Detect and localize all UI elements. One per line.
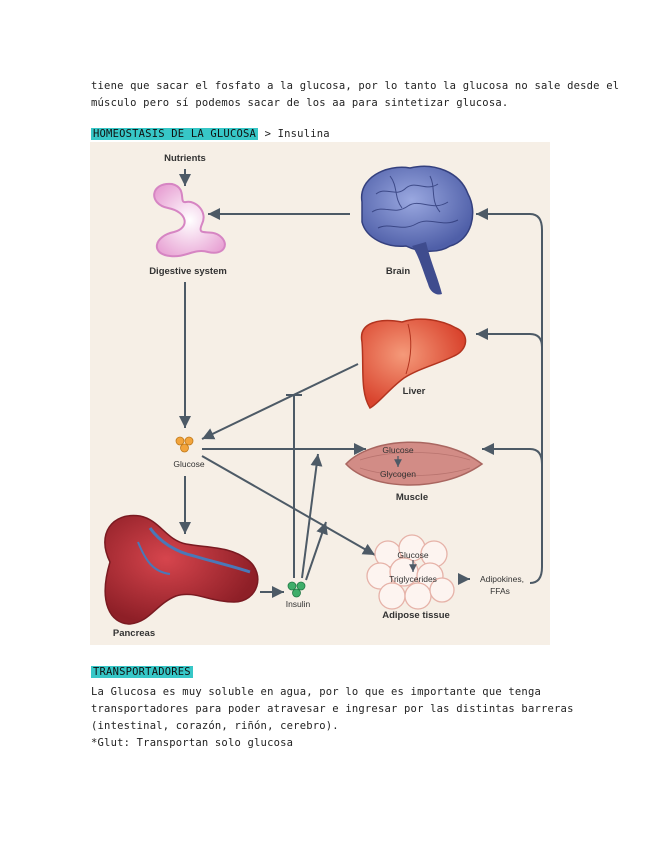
label-liver: Liver <box>403 386 426 397</box>
arrow-to-liver <box>476 328 543 348</box>
label-ffas: FFAs <box>490 586 510 596</box>
intro-line-2: músculo pero sí podemos sacar de los aa … <box>91 97 509 109</box>
glucose-molecule-icon <box>175 436 194 453</box>
label-nutrients: Nutrients <box>164 153 206 164</box>
arrow-glucose-to-adipose <box>201 455 376 556</box>
label-brain: Brain <box>386 266 410 277</box>
label-adipokines: Adipokines, <box>480 574 524 584</box>
label-muscle: Muscle <box>396 492 428 503</box>
arrow-adipokines-to-brain <box>476 208 543 584</box>
adipose-tissue-illustration <box>366 534 455 610</box>
muscle-illustration <box>344 441 484 486</box>
highlighted-heading-homeostasis: HOMEOSTASIS DE LA GLUCOSA <box>91 128 259 140</box>
label-glucose: Glucose <box>173 459 204 469</box>
pathway-arrows <box>179 169 543 598</box>
label-adipose-tissue: Adipose tissue <box>382 610 450 621</box>
label-adipose-glucose: Glucose <box>397 550 428 560</box>
arrow-insulin-to-muscle <box>301 453 323 579</box>
glucose-homeostasis-figure: Nutrients Digestive system Brain Liver G… <box>90 142 550 645</box>
transportadores-line-2: transportadores para poder atravesar e i… <box>91 703 574 715</box>
transportadores-line-3: (intestinal, corazón, riñón, cerebro). <box>91 720 339 732</box>
arrow-liver-to-glucose <box>201 363 359 440</box>
pancreas-illustration <box>104 514 259 625</box>
arrow-insulin-to-adipose <box>305 521 328 581</box>
highlighted-heading-transportadores: TRANSPORTADORES <box>91 666 193 678</box>
label-muscle-glycogen: Glycogen <box>380 469 416 479</box>
brain-illustration <box>361 165 474 295</box>
liver-illustration <box>360 318 467 409</box>
transportadores-line-1: La Glucosa es muy soluble en agua, por l… <box>91 686 541 698</box>
heading-suffix-insulina: > Insulina <box>258 128 330 140</box>
figure-svg: Nutrients Digestive system Brain Liver G… <box>104 153 543 639</box>
label-muscle-glucose: Glucose <box>382 445 413 455</box>
label-digestive-system: Digestive system <box>149 266 227 277</box>
section-heading-transportadores-line: TRANSPORTADORES <box>91 666 193 678</box>
intro-line-1: tiene que sacar el fosfato a la glucosa,… <box>91 80 620 92</box>
arrow-to-muscle <box>482 443 543 465</box>
label-insulin: Insulin <box>286 599 311 609</box>
digestive-system-illustration <box>153 182 226 258</box>
insulin-molecule-icon <box>287 581 306 598</box>
label-triglycerides: Triglycerides <box>389 574 437 584</box>
section-heading-homeostasis-line: HOMEOSTASIS DE LA GLUCOSA > Insulina <box>91 128 330 140</box>
label-pancreas: Pancreas <box>113 628 155 639</box>
transportadores-line-4: *Glut: Transportan solo glucosa <box>91 737 294 749</box>
